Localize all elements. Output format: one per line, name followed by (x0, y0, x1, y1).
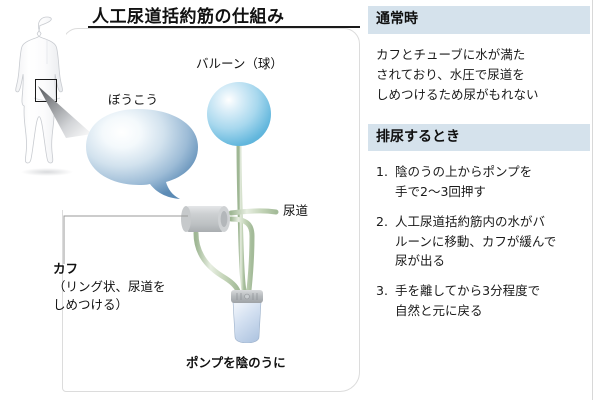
balloon-sphere-icon (207, 82, 271, 146)
label-pump: ポンプを陰のうに (186, 355, 286, 370)
column-divider (592, 0, 593, 400)
step-number: 1. (376, 164, 388, 180)
page-title: 人工尿道括約筋の仕組み (92, 7, 285, 27)
section-heading-void: 排尿するとき (368, 123, 590, 152)
list-item: 2. 人工尿道括約筋内の水がバ ルーンに移動、カフが緩んで 尿が出る (376, 212, 586, 271)
void-steps-list: 1. 陰のうの上からポンプを 手で2〜3回押す 2. 人工尿道括約筋内の水がバ … (368, 151, 590, 320)
male-body-silhouette-icon (4, 12, 90, 192)
bladder-organ-icon (84, 107, 204, 199)
info-column: 通常時 カフとチューブに水が満た されており、水圧で尿道を しめつけるため尿がも… (368, 6, 590, 394)
step-text: 手を離してから3分程度で 自然と元に戻る (395, 283, 541, 318)
step-text: 陰のうの上からポンプを 手で2〜3回押す (395, 164, 533, 200)
label-urethra: 尿道 (283, 203, 309, 218)
step-number: 3. (376, 283, 388, 299)
label-cuff-title: カフ (53, 261, 79, 276)
step-text: 人工尿道括約筋内の水がバ ルーンに移動、カフが緩んで 尿が出る (395, 213, 557, 269)
cuff-cylinder-icon (181, 204, 231, 234)
magnify-pointer-arrow-icon (36, 84, 96, 140)
cuff-leader-line (63, 215, 188, 264)
section-body-normal: カフとチューブに水が満た されており、水圧で尿道を しめつけるため尿がもれない (376, 46, 539, 103)
list-item: 3. 手を離してから3分程度で 自然と元に戻る (376, 281, 586, 321)
list-item: 1. 陰のうの上からポンプを 手で2〜3回押す (376, 162, 586, 202)
step-number: 2. (376, 213, 388, 229)
section-spacer (368, 106, 590, 124)
label-cuff-sub: （リング状、尿道を しめつける） (53, 278, 166, 312)
pump-bulb-icon (228, 285, 266, 344)
label-balloon: バルーン（球） (196, 56, 283, 71)
pelvis-region-box-icon (35, 79, 57, 102)
label-bladder: ぼうこう (108, 92, 159, 107)
label-cuff: カフ （リング状、尿道を しめつける） (53, 260, 188, 313)
section-heading-normal: 通常時 (368, 6, 590, 34)
title-underline (88, 26, 360, 28)
